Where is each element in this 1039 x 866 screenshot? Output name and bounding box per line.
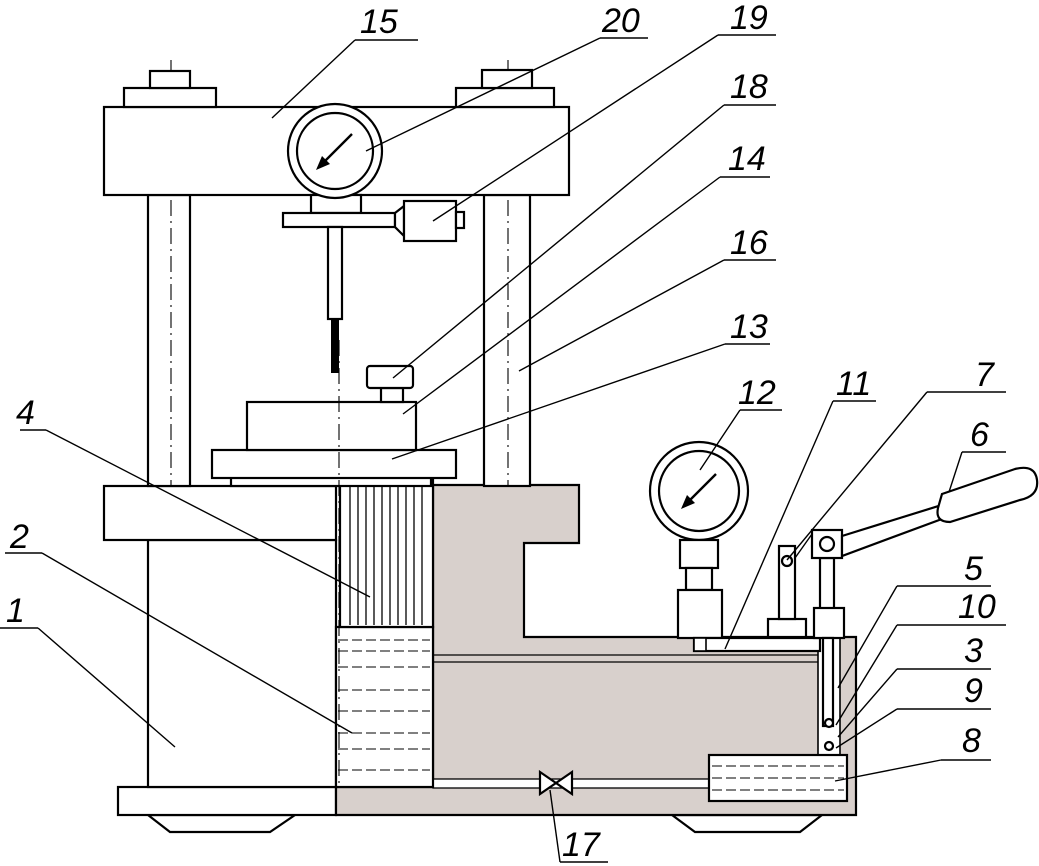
valve-icon — [538, 769, 574, 797]
hand-pump — [766, 466, 1039, 752]
callout-numbers: 1 2 3 4 5 6 7 8 9 10 11 12 13 14 15 16 1… — [6, 0, 996, 864]
label-6: 6 — [970, 416, 989, 454]
label-12: 12 — [738, 374, 776, 412]
label-7: 7 — [975, 356, 995, 394]
label-5: 5 — [964, 550, 983, 588]
label-17: 17 — [562, 826, 601, 864]
columns — [146, 60, 532, 488]
label-14: 14 — [728, 140, 766, 178]
label-4: 4 — [16, 394, 35, 432]
label-11: 11 — [836, 365, 871, 403]
working-fluid — [338, 639, 430, 771]
label-19: 19 — [730, 0, 768, 37]
lower-platen — [210, 448, 458, 488]
pressure-gauge-icon — [648, 440, 750, 640]
label-15: 15 — [360, 3, 398, 41]
pressure-line — [692, 636, 822, 653]
oil-reservoir — [707, 753, 849, 803]
label-13: 13 — [730, 308, 768, 346]
label-16: 16 — [730, 224, 768, 262]
label-8: 8 — [962, 722, 981, 760]
indenter-holder — [365, 364, 415, 404]
label-3: 3 — [964, 632, 983, 670]
label-18: 18 — [730, 68, 768, 106]
cylinder-body — [102, 476, 435, 789]
label-1: 1 — [6, 592, 25, 630]
specimen-block — [245, 400, 418, 452]
bellows-ribs — [349, 480, 423, 625]
measuring-head — [281, 193, 466, 787]
pressure-gauge-icon — [286, 102, 384, 200]
label-2: 2 — [9, 518, 29, 556]
label-20: 20 — [601, 2, 640, 40]
ram-bellows — [338, 476, 435, 629]
leader-lines — [0, 34, 1006, 863]
label-10: 10 — [958, 588, 996, 626]
label-9: 9 — [964, 672, 983, 710]
